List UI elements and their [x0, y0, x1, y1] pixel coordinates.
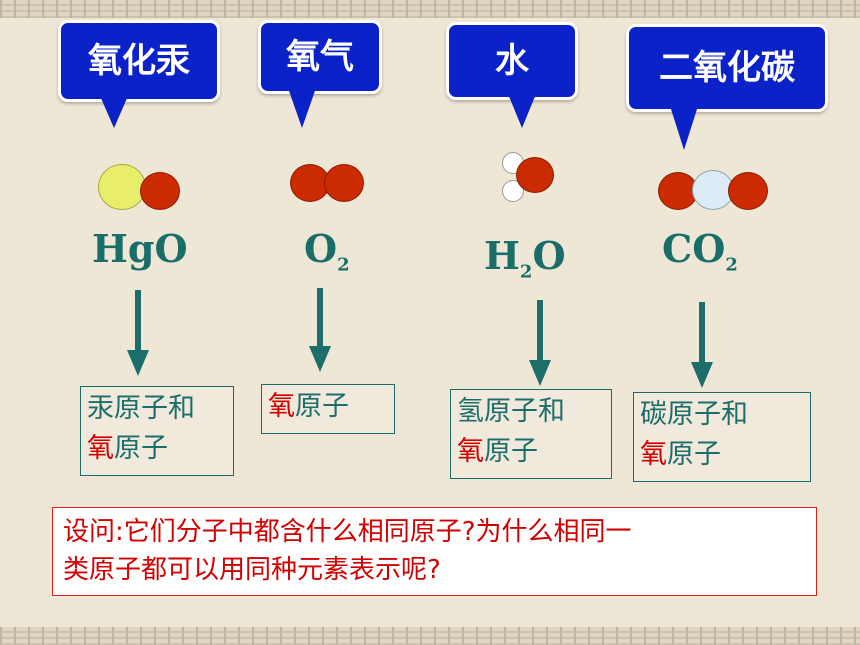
box-text: 原子: [484, 436, 538, 467]
formula-text: O: [304, 226, 338, 271]
box-line: 氧原子: [640, 435, 804, 475]
oxygen-atom: [324, 164, 364, 202]
down-arrow-shaft: [317, 288, 323, 348]
box-text: 原子: [114, 433, 168, 464]
down-arrow-shaft: [537, 300, 543, 362]
down-arrow-icon: [127, 350, 149, 376]
oxygen-atom: [290, 164, 330, 202]
decorative-border-top: [0, 0, 860, 18]
bubble-water: 水: [446, 22, 578, 100]
bubble-mercury-oxide: 氧化汞: [58, 20, 220, 102]
oxygen-highlight: 氧: [87, 433, 114, 464]
down-arrow-icon: [691, 362, 713, 388]
bubble-label: 氧化汞: [88, 41, 190, 81]
formula-co2: CO2: [662, 226, 738, 276]
bubble-oxygen: 氧气: [258, 20, 382, 94]
box-line: 汞原子和: [87, 393, 195, 424]
oxygen-atom: [728, 172, 768, 210]
oxygen-atom: [140, 172, 180, 210]
atom-box-mercury-oxide: 汞原子和 氧原子: [80, 386, 234, 476]
formula-subscript: 2: [337, 254, 350, 276]
oxygen-highlight: 氧: [457, 436, 484, 467]
question-line: 设问:它们分子中都含什么相同原子?为什么相同一: [63, 517, 632, 547]
formula-o2: O2: [304, 226, 350, 276]
oxygen-highlight: 氧: [268, 391, 295, 422]
formula-subscript: 2: [725, 254, 738, 276]
bubble-tail: [670, 106, 698, 150]
box-line: 碳原子和: [640, 399, 748, 430]
bubble-carbon-dioxide: 二氧化碳: [626, 24, 828, 112]
hydrogen-atom: [502, 180, 524, 202]
box-text: 原子: [667, 439, 721, 470]
box-line: 氧原子: [457, 432, 605, 472]
box-line: 氧原子: [87, 429, 227, 469]
down-arrow-icon: [309, 346, 331, 372]
question-line: 类原子都可以用同种元素表示呢?: [63, 555, 441, 585]
decorative-border-bottom: [0, 627, 860, 645]
bubble-tail: [100, 96, 128, 128]
formula-text: CO: [662, 226, 726, 271]
bubble-label: 水: [495, 41, 529, 81]
bubble-label: 二氧化碳: [659, 48, 795, 88]
down-arrow-shaft: [135, 290, 141, 352]
formula-text: HgO: [92, 226, 188, 271]
formula-h2o: H2O: [484, 233, 566, 283]
down-arrow-shaft: [699, 302, 705, 364]
formula-hgo: HgO: [92, 226, 188, 271]
oxygen-highlight: 氧: [640, 439, 667, 470]
bubble-tail: [508, 94, 536, 128]
down-arrow-icon: [529, 360, 551, 386]
atom-box-water: 氢原子和 氧原子: [450, 389, 612, 479]
formula-text: H: [484, 233, 520, 278]
oxygen-atom: [516, 157, 554, 193]
question-box: 设问:它们分子中都含什么相同原子?为什么相同一 类原子都可以用同种元素表示呢?: [52, 507, 817, 596]
box-line: 氢原子和: [457, 396, 565, 427]
bubble-label: 氧气: [286, 37, 354, 77]
box-line: 氧原子: [268, 387, 388, 427]
mercury-atom: [98, 164, 146, 210]
bubble-tail: [288, 88, 316, 128]
atom-box-oxygen: 氧原子: [261, 384, 395, 434]
formula-text: O: [532, 233, 566, 278]
box-text: 原子: [295, 391, 349, 422]
atom-box-carbon-dioxide: 碳原子和 氧原子: [633, 392, 811, 482]
formula-subscript: 2: [519, 261, 533, 283]
